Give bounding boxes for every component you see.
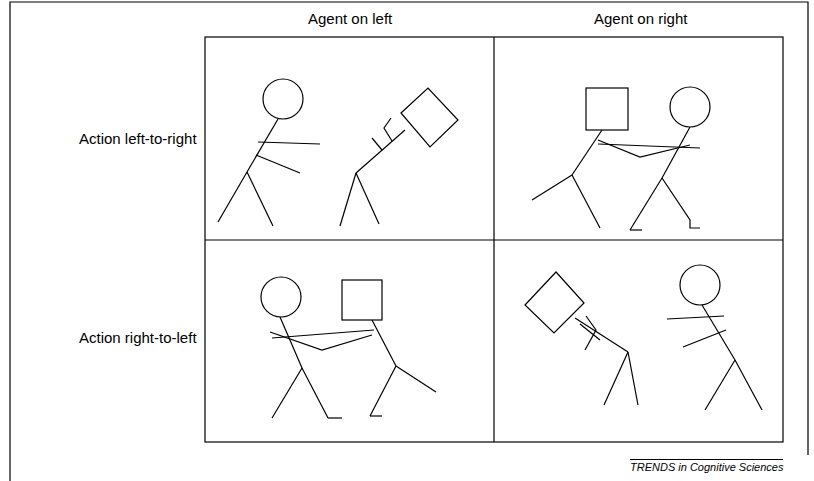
figure-stroke <box>683 330 726 347</box>
figure-stroke <box>205 37 783 442</box>
figure-stroke <box>572 175 600 228</box>
figure-stroke <box>532 175 572 200</box>
figure-stroke <box>258 142 320 144</box>
stick-figures <box>218 79 458 226</box>
figure-stroke <box>580 324 600 340</box>
figure-stroke <box>370 366 396 416</box>
figure-stroke <box>604 352 628 405</box>
figure-stroke <box>272 368 302 418</box>
credit-line: TRENDS in Cognitive Sciences <box>630 459 783 474</box>
stick-figures <box>532 87 710 230</box>
figure-stroke <box>680 265 720 305</box>
figure-stroke <box>705 360 735 410</box>
figure-stroke <box>401 88 458 147</box>
figure-stroke <box>670 87 710 127</box>
figure-stroke <box>247 172 273 226</box>
column-header: Agent on right <box>594 10 687 28</box>
row-header: Action left-to-right <box>79 130 197 148</box>
figure-stroke <box>586 88 628 130</box>
figure-stroke <box>662 127 690 178</box>
column-header: Agent on left <box>308 10 392 28</box>
figure-stroke <box>630 229 642 230</box>
figure-stroke <box>272 330 374 338</box>
figure-stroke <box>328 417 342 418</box>
figure-stroke <box>256 155 300 173</box>
stick-figures <box>261 277 436 418</box>
figure-stroke <box>662 178 700 228</box>
figure-stroke <box>396 366 436 392</box>
frame <box>10 2 808 481</box>
row-header: Action right-to-left <box>79 329 197 347</box>
figure-stroke <box>667 316 724 319</box>
figure-stroke <box>261 277 301 317</box>
figure-stroke <box>525 272 584 333</box>
figure-stroke <box>372 320 396 366</box>
figure-stroke <box>247 119 278 172</box>
figure-stroke <box>356 173 379 224</box>
stick-figures <box>525 265 762 410</box>
figure-stroke <box>370 415 382 416</box>
figure-stroke <box>598 144 700 148</box>
figure-stroke <box>575 318 628 352</box>
figure-stroke <box>572 130 602 175</box>
figure-stroke <box>340 173 356 226</box>
figure-stroke <box>628 352 638 405</box>
figure-stroke <box>263 79 303 119</box>
figure-stroke <box>342 280 382 320</box>
figure-stroke <box>384 118 392 141</box>
figure-stroke <box>10 2 808 481</box>
figure-stroke <box>372 138 382 150</box>
figure-stroke <box>630 178 662 230</box>
figure-stroke <box>218 172 247 222</box>
figure-stroke <box>205 239 783 240</box>
figure-stroke <box>598 140 690 157</box>
figure-stroke <box>735 360 762 410</box>
figure-stroke <box>302 368 328 418</box>
figure-stroke <box>356 130 405 173</box>
